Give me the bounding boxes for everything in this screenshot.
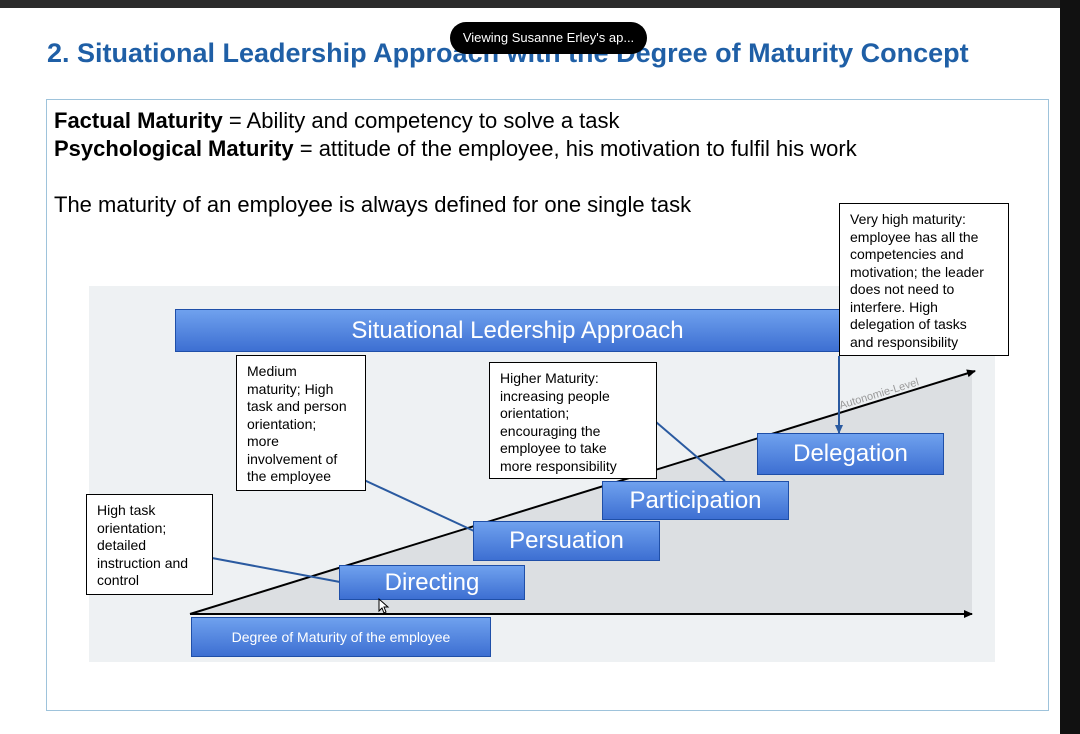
callout-persuation: Medium maturity; High task and person or… bbox=[236, 355, 366, 491]
stage-participation: Participation bbox=[602, 481, 789, 520]
connector-persuation bbox=[363, 479, 475, 532]
screen-share-banner[interactable]: Viewing Susanne Erley's ap... bbox=[450, 22, 647, 54]
factual-maturity-term: Factual Maturity bbox=[54, 108, 223, 133]
connector-participation bbox=[655, 421, 726, 482]
callout-delegation: Very high maturity: employee has all the… bbox=[839, 203, 1009, 356]
window-right-edge bbox=[1060, 0, 1080, 734]
slide-content-frame bbox=[46, 99, 1049, 711]
maturity-note: The maturity of an employee is always de… bbox=[54, 192, 692, 217]
mouse-pointer-icon bbox=[378, 598, 390, 614]
stage-delegation: Delegation bbox=[757, 433, 944, 475]
callout-participation: Higher Maturity: increasing people orien… bbox=[489, 362, 657, 479]
stage-persuation: Persuation bbox=[473, 521, 660, 561]
psychological-maturity-term: Psychological Maturity bbox=[54, 136, 294, 161]
connector-directing bbox=[211, 557, 341, 583]
window-top-bar bbox=[0, 0, 1080, 8]
approach-header-bar: Situational Ledership Approach bbox=[175, 309, 860, 352]
factual-maturity-definition: Factual Maturity = Ability and competenc… bbox=[54, 108, 620, 134]
stage-directing: Directing bbox=[339, 565, 525, 600]
maturity-axis-label: Degree of Maturity of the employee bbox=[191, 617, 491, 657]
psychological-maturity-definition: Psychological Maturity = attitude of the… bbox=[54, 136, 857, 162]
autonomy-axis bbox=[189, 369, 976, 615]
factual-maturity-text: = Ability and competency to solve a task bbox=[222, 108, 620, 133]
psychological-maturity-text: = attitude of the employee, his motivati… bbox=[293, 136, 857, 161]
callout-directing: High task orientation; detailed instruct… bbox=[86, 494, 213, 595]
